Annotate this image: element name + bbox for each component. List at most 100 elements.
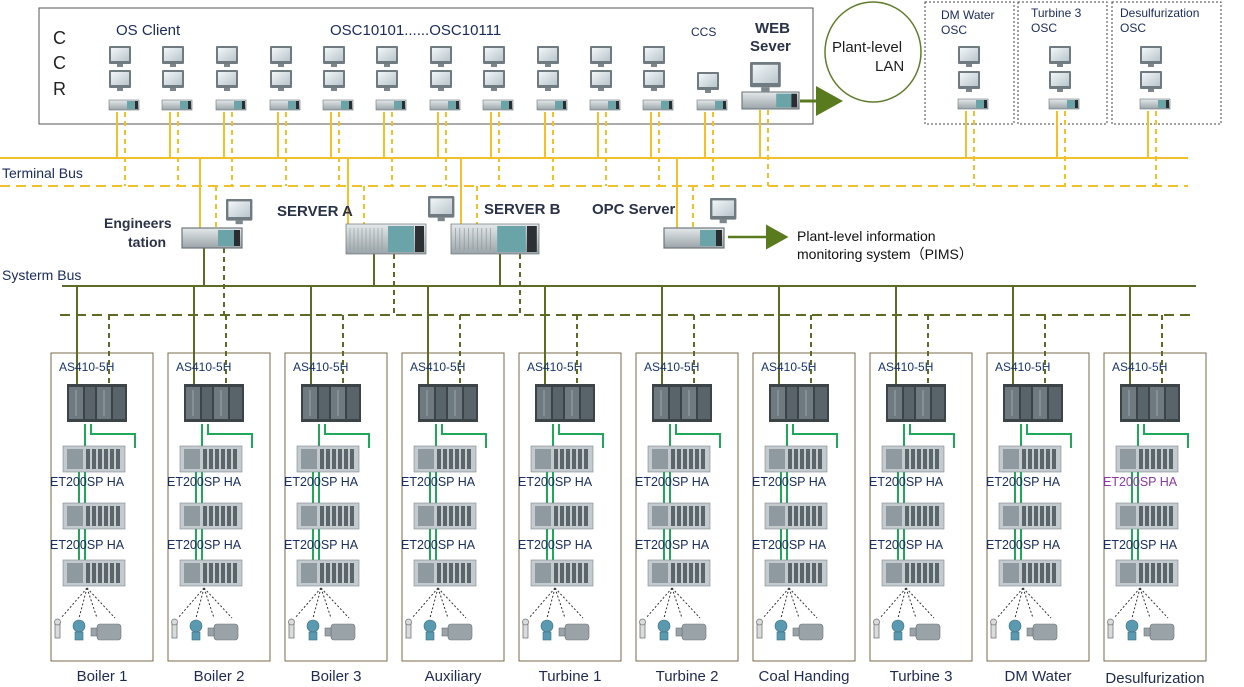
field-wiring (788, 587, 818, 619)
ccr-letter-1: C (53, 28, 66, 48)
as410-controller-label: AS410-5H (761, 360, 817, 374)
field-wiring (554, 587, 584, 619)
field-wiring (195, 587, 205, 619)
controller-column (635, 286, 739, 662)
os-client-monitor-bottom (162, 70, 184, 91)
os-client-monitor-bottom (270, 70, 292, 91)
plant-lan-bubble (824, 1, 922, 103)
os-client-monitor-top (590, 46, 612, 67)
column-frame (986, 352, 1090, 662)
column-frame (869, 352, 973, 662)
web-server-label-line1: WEB (755, 20, 790, 37)
et200sp-module (998, 559, 1062, 587)
et200sp-module (1115, 445, 1179, 473)
remote-osc-pc (957, 98, 989, 110)
et200sp-label-2: ET200SP HA (986, 538, 1061, 552)
field-wiring (1139, 587, 1169, 619)
server-b-rack (450, 223, 540, 255)
as410-controller-rack (417, 383, 479, 423)
et200sp-module (998, 445, 1062, 473)
os-client-monitor-top (216, 46, 238, 67)
et200sp-label-1: ET200SP HA (1103, 475, 1178, 489)
engineer-station-monitor (226, 199, 253, 225)
osc-range-label: OSC10101......OSC10111 (330, 22, 502, 39)
et200sp-label-2: ET200SP HA (635, 538, 710, 552)
os-client-pc (108, 99, 140, 111)
field-wiring (86, 587, 98, 619)
profinet-link (441, 424, 487, 448)
field-wiring (429, 587, 439, 619)
et200sp-module (647, 445, 711, 473)
remote-osc-desulfurization-line1: Desulfurization (1120, 6, 1200, 20)
os-client-pc (322, 99, 354, 111)
column-name-label: Auxiliary (424, 668, 482, 685)
field-wiring (203, 587, 215, 619)
et200sp-module (179, 502, 243, 530)
field-wiring (60, 587, 88, 619)
et200sp-label-1: ET200SP HA (167, 475, 242, 489)
os-client-monitor-top (430, 46, 452, 67)
et200sp-label-1: ET200SP HA (50, 475, 125, 489)
os-client-pc (215, 99, 247, 111)
controller-column (752, 286, 856, 662)
remote-osc-monitor-top (1049, 46, 1071, 67)
et200sp-module (998, 502, 1062, 530)
et200sp-module (1115, 502, 1179, 530)
server-a-monitor (427, 196, 455, 222)
os-client-pc (642, 99, 674, 111)
et200sp-module (296, 445, 360, 473)
remote-osc-monitor-bottom (958, 71, 980, 92)
field-wiring (1014, 587, 1024, 619)
et200sp-label-2: ET200SP HA (869, 538, 944, 552)
as410-controller-rack (885, 383, 947, 423)
os-client-pc (161, 99, 193, 111)
et200sp-label-2: ET200SP HA (1103, 538, 1178, 552)
et200sp-label-2: ET200SP HA (167, 538, 242, 552)
remote-osc-monitor-bottom (1049, 71, 1071, 92)
field-devices (1107, 618, 1175, 641)
remote-osc-pc (1139, 98, 1171, 110)
remote-osc-turbine3-line2: OSC (1031, 21, 1058, 35)
field-wiring (312, 587, 322, 619)
os-client-monitor-bottom (216, 70, 238, 91)
controller-column (50, 286, 154, 662)
controller-column (401, 286, 505, 662)
opc-server-label: OPC Server (592, 201, 676, 218)
field-wiring (86, 587, 116, 619)
profinet-link (90, 424, 136, 448)
et200sp-module (179, 445, 243, 473)
terminal-bus-label: Terminal Bus (2, 165, 83, 181)
et200sp-module (179, 559, 243, 587)
field-wiring (879, 587, 907, 619)
column-name-label: Boiler 1 (76, 668, 128, 685)
profinet-link (1026, 424, 1072, 448)
engineer-station-pc (181, 227, 243, 249)
field-wiring (645, 587, 673, 619)
os-client-label: OS Client (116, 22, 181, 39)
field-wiring (1131, 587, 1141, 619)
column-name-label: Coal Handing (758, 668, 850, 685)
os-client-monitor-bottom (590, 70, 612, 91)
os-client-monitor-bottom (109, 70, 131, 91)
column-name-label: Turbine 3 (889, 668, 953, 685)
et200sp-module (764, 502, 828, 530)
opc-server-pc (663, 227, 725, 249)
et200sp-module (1115, 559, 1179, 587)
as410-controller-rack (651, 383, 713, 423)
field-wiring (320, 587, 332, 619)
et200sp-label-1: ET200SP HA (752, 475, 827, 489)
os-client-pc (536, 99, 568, 111)
as410-controller-label: AS410-5H (995, 360, 1051, 374)
column-name-label: Desulfurization (1105, 670, 1205, 687)
et200sp-module (647, 559, 711, 587)
column-name-label: DM Water (1004, 668, 1072, 685)
field-devices (54, 618, 122, 641)
os-client-monitor-top (162, 46, 184, 67)
as410-controller-label: AS410-5H (878, 360, 934, 374)
et200sp-label-2: ET200SP HA (752, 538, 827, 552)
et200sp-module (881, 502, 945, 530)
et200sp-label-2: ET200SP HA (50, 538, 125, 552)
remote-osc-box-turbine3 (1017, 1, 1108, 125)
remote-osc-turbine3-line1: Turbine 3 (1031, 6, 1082, 20)
